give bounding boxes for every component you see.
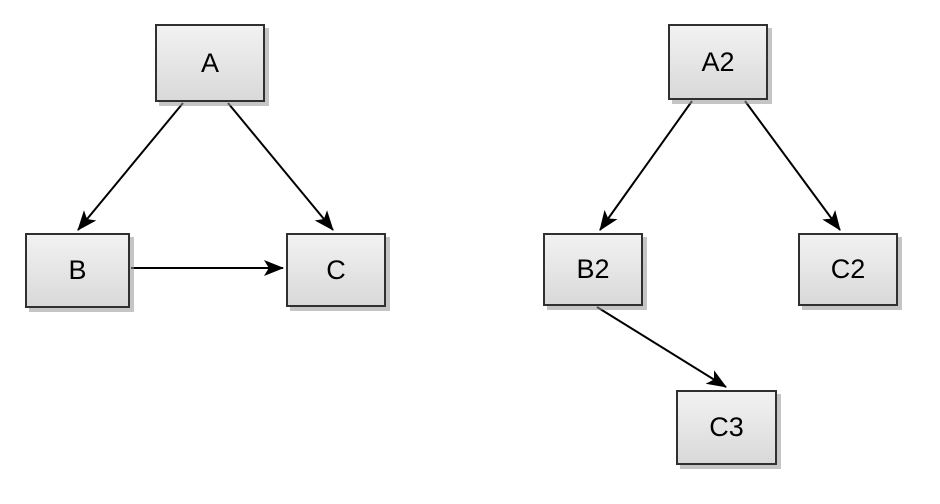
node-label-b: B — [68, 255, 87, 285]
node-b[interactable]: B — [25, 233, 130, 308]
node-a2[interactable]: A2 — [668, 24, 768, 100]
node-a[interactable]: A — [155, 24, 265, 102]
edge-a-to-b[interactable] — [77, 102, 184, 231]
node-label-c2: C2 — [830, 254, 866, 284]
node-c[interactable]: C — [286, 233, 386, 307]
node-label-b2: B2 — [576, 254, 610, 284]
node-label-c: C — [326, 254, 346, 285]
edge-a2-to-c2[interactable] — [744, 100, 841, 231]
node-label-c3: C3 — [709, 412, 744, 442]
edge-b2-to-c3[interactable] — [596, 306, 727, 388]
node-c3[interactable]: C3 — [676, 390, 777, 465]
edge-a2-to-b2[interactable] — [599, 100, 693, 231]
edge-a-to-c[interactable] — [227, 102, 334, 231]
node-c2[interactable]: C2 — [798, 233, 898, 306]
edges-group — [77, 100, 841, 388]
node-b2[interactable]: B2 — [543, 233, 643, 306]
node-label-a: A — [200, 47, 219, 78]
node-label-a2: A2 — [701, 46, 735, 77]
